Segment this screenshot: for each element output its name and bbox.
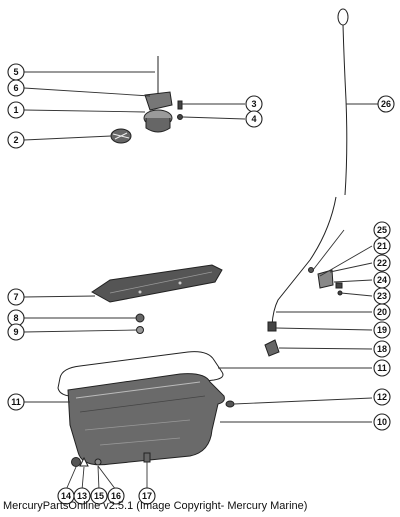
callout-2: 2 — [7, 131, 25, 149]
svg-text:8: 8 — [13, 313, 18, 323]
tray-fasteners — [135, 313, 145, 334]
callout-18: 18 — [373, 340, 391, 358]
svg-text:21: 21 — [377, 241, 387, 251]
callout-11-left: 11 — [7, 393, 25, 411]
callout-10: 10 — [373, 413, 391, 431]
drain-plug-parts — [71, 452, 151, 467]
svg-text:1: 1 — [13, 105, 18, 115]
svg-text:5: 5 — [13, 67, 18, 77]
svg-text:25: 25 — [377, 225, 387, 235]
callout-19: 19 — [373, 321, 391, 339]
oil-pan — [67, 373, 235, 466]
svg-text:17: 17 — [142, 491, 152, 501]
tube-fitting — [264, 339, 280, 357]
callout-1: 1 — [7, 101, 25, 119]
callout-25: 25 — [373, 221, 391, 239]
callout-24: 24 — [373, 271, 391, 289]
callout-16: 16 — [107, 487, 125, 505]
leader-lines — [23, 71, 378, 491]
svg-text:4: 4 — [251, 114, 256, 124]
svg-text:12: 12 — [377, 392, 387, 402]
svg-text:10: 10 — [377, 417, 387, 427]
svg-text:11: 11 — [377, 363, 387, 373]
callout-17: 17 — [138, 487, 156, 505]
oil-cap — [110, 128, 132, 144]
callout-4: 4 — [245, 110, 263, 128]
svg-text:13: 13 — [77, 491, 87, 501]
svg-text:16: 16 — [111, 491, 121, 501]
svg-text:18: 18 — [377, 344, 387, 354]
svg-text:19: 19 — [377, 325, 387, 335]
oil-filler-assembly — [143, 56, 183, 133]
dipstick — [337, 8, 349, 196]
callout-6: 6 — [7, 79, 25, 97]
image-caption: MercuryPartsOnline v2.5.1 (Image Copyrig… — [3, 500, 308, 512]
callout-11-right: 11 — [373, 359, 391, 377]
svg-text:11: 11 — [11, 397, 21, 407]
callout-21: 21 — [373, 237, 391, 255]
svg-text:14: 14 — [61, 491, 71, 501]
callout-9: 9 — [7, 323, 25, 341]
callout-12: 12 — [373, 388, 391, 406]
callout-23: 23 — [373, 287, 391, 305]
svg-text:26: 26 — [381, 99, 391, 109]
callout-3: 3 — [245, 95, 263, 113]
svg-text:22: 22 — [377, 258, 387, 268]
callout-5: 5 — [7, 63, 25, 81]
callout-15: 15 — [90, 487, 108, 505]
svg-text:7: 7 — [13, 292, 18, 302]
svg-text:24: 24 — [377, 275, 387, 285]
callout-13: 13 — [73, 487, 91, 505]
callout-20: 20 — [373, 303, 391, 321]
svg-text:15: 15 — [94, 491, 104, 501]
svg-text:2: 2 — [13, 135, 18, 145]
windage-tray — [91, 264, 223, 303]
svg-text:9: 9 — [13, 327, 18, 337]
callout-22: 22 — [373, 254, 391, 272]
svg-text:6: 6 — [13, 83, 18, 93]
callout-7: 7 — [7, 288, 25, 306]
callout-26: 26 — [377, 95, 395, 113]
dipstick-tube — [267, 196, 337, 332]
svg-text:3: 3 — [251, 99, 256, 109]
svg-text:23: 23 — [377, 291, 387, 301]
svg-text:20: 20 — [377, 307, 387, 317]
dipstick-bracket — [308, 267, 343, 296]
